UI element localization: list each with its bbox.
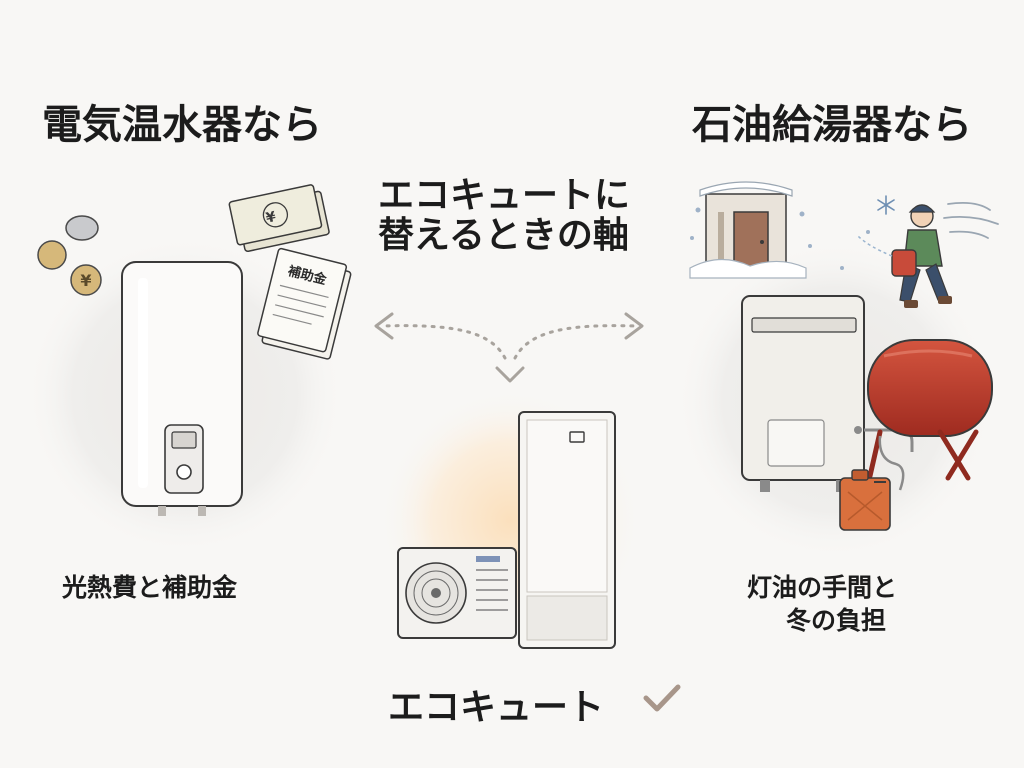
oil-heater-caption-line1: 灯油の手間と (747, 573, 898, 602)
banknote-yen-symbol: ¥ (264, 209, 277, 227)
oil-heater-title: 石油給湯器なら (692, 102, 972, 148)
electric-heater-title: 電気温水器なら (42, 102, 322, 148)
banknote-icon (228, 184, 330, 253)
electric-water-heater-icon (121, 261, 243, 516)
center-title-line1: エコキュートに (378, 175, 631, 216)
oil-heater-caption-line2: 冬の負担 (786, 605, 887, 635)
wind-gust-icon (943, 201, 999, 239)
snowflake-icon (877, 195, 895, 215)
electric-heater-caption: 光熱費と補助金 (62, 573, 238, 602)
oil-hose-icon (878, 435, 905, 491)
arrow-left-head-icon (374, 312, 394, 340)
coin-icon (37, 215, 102, 296)
eco-cute-label: エコキュート (388, 687, 605, 728)
arrow-down-icon (495, 366, 525, 383)
oil-tank-icon (867, 339, 993, 481)
subsidy-document-icon: 補助金 (257, 247, 352, 360)
heat-pump-tank-icon (518, 411, 616, 649)
person-carrying-kerosene-icon (857, 204, 952, 308)
center-title: エコキュートに 替えるときの軸 (378, 176, 630, 255)
snowy-house-door-icon (689, 181, 807, 279)
snowflake-dot-icons (690, 207, 870, 270)
kerosene-can-icon (839, 469, 891, 531)
arrow-left-icon (380, 324, 507, 360)
outdoor-heat-pump-unit-icon (397, 547, 517, 639)
arrow-right-icon (513, 324, 638, 360)
arrow-right-head-icon (624, 312, 644, 340)
center-title-line2: 替えるときの軸 (378, 214, 629, 256)
oil-heater-caption: 灯油の手間と 冬の負担 (747, 572, 897, 637)
checkmark-icon (643, 684, 681, 712)
coin-yen-symbol: ¥ (80, 271, 91, 290)
